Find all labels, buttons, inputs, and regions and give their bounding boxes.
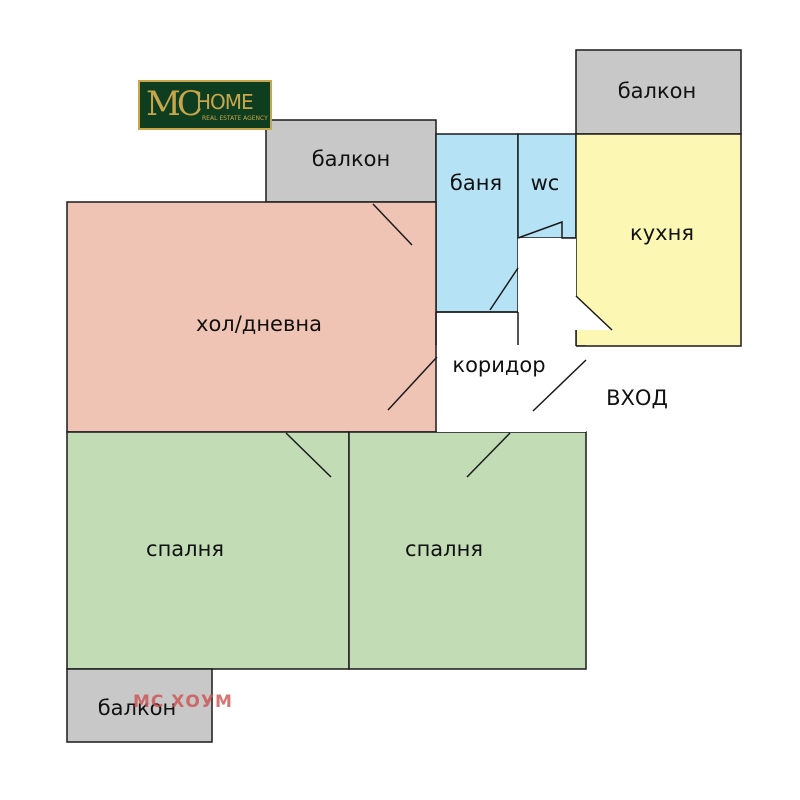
logo-home: HOME [196,90,254,114]
logo-mc: MC [146,84,203,124]
corridor-area [437,238,586,432]
bedroom-left [66,431,350,670]
door-swing-bedroom-right [466,432,511,478]
label-entrance: ВХОД [606,386,668,410]
label-living-room: хол/дневна [196,312,322,336]
label-balcony-top-right: балкон [618,79,697,103]
label-balcony-bottom-left: балкон [98,696,177,720]
label-bedroom-right: спалня [405,537,483,561]
living-room [66,201,437,433]
label-wc: wc [531,171,560,195]
logo-tagline: REAL ESTATE AGENCY [202,115,268,122]
label-bathroom: баня [450,171,502,195]
agency-logo: MC HOME REAL ESTATE AGENCY [138,80,272,130]
balcony-bottom-left [66,668,213,743]
label-bedroom-left: спалня [146,537,224,561]
balcony-top-right [575,49,742,135]
watermark: МС ХОУМ [133,692,233,712]
bathroom [435,133,519,313]
door-swing-kitchen [575,295,613,331]
kitchen [575,133,742,347]
label-kitchen: кухня [630,221,694,245]
label-corridor: коридор [452,353,545,377]
door-swing-entrance [532,359,587,412]
door-swing-bedroom-left [285,432,332,478]
door-swing-bath [489,267,519,311]
door-swing-balcony [372,203,413,246]
bedroom-right [348,431,587,670]
door-swing-living [387,356,438,411]
balcony-top-middle [265,119,437,203]
label-balcony-top-middle: балкон [312,147,391,171]
